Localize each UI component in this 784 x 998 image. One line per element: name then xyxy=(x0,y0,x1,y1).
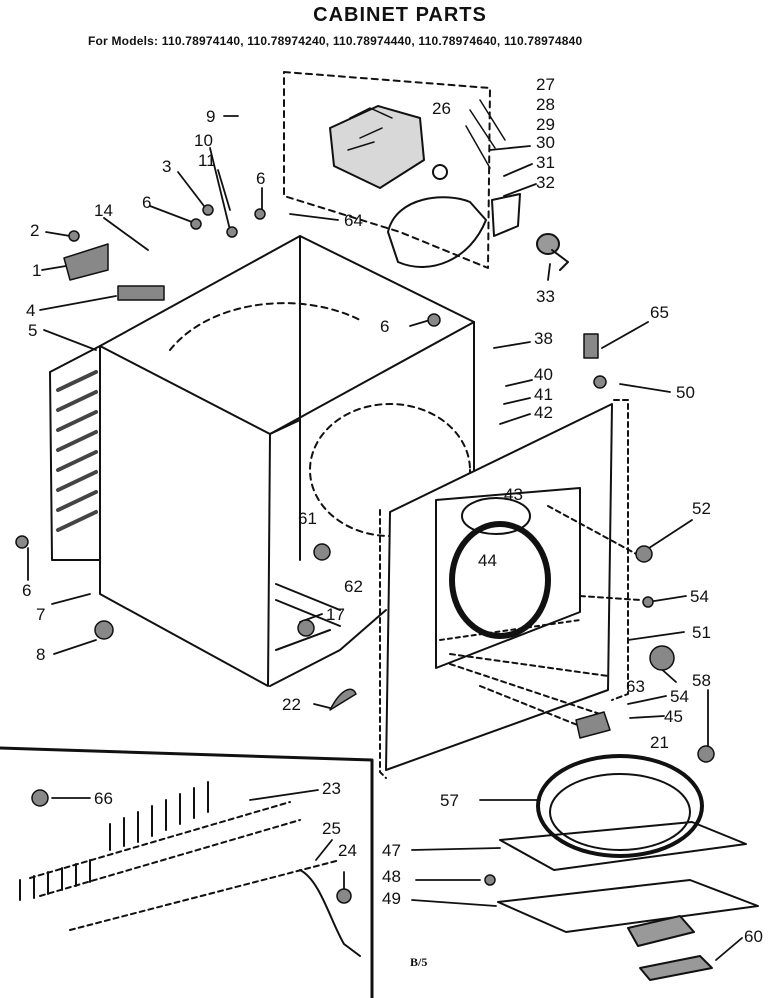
callout-31: 31 xyxy=(536,153,555,172)
door-seal xyxy=(536,754,704,858)
callout-63: 63 xyxy=(626,677,645,696)
callout-6b: 6 xyxy=(256,169,266,188)
callout-5: 5 xyxy=(28,321,38,340)
diagram-title: CABINET PARTS xyxy=(313,4,487,26)
callout-65: 65 xyxy=(650,303,669,322)
callout-40: 40 xyxy=(534,365,553,384)
callout-60: 60 xyxy=(744,927,763,946)
callout-2: 2 xyxy=(30,221,40,240)
callout-43: 43 xyxy=(504,485,523,504)
callout-23: 23 xyxy=(322,779,341,798)
base-plate xyxy=(499,821,747,871)
cabinet-front-face xyxy=(99,345,271,687)
callout-7: 7 xyxy=(36,605,46,624)
callout-22: 22 xyxy=(282,695,301,714)
callout-4: 4 xyxy=(26,301,36,320)
callout-57: 57 xyxy=(440,791,459,810)
callout-25: 25 xyxy=(322,819,341,838)
callout-6d: 6 xyxy=(22,581,32,600)
callout-45: 45 xyxy=(664,707,683,726)
timer-motor xyxy=(329,105,425,189)
callout-24: 24 xyxy=(338,841,357,860)
callout-64: 64 xyxy=(344,211,363,230)
callout-38: 38 xyxy=(534,329,553,348)
callout-61: 61 xyxy=(298,509,317,528)
callout-41: 41 xyxy=(534,385,553,404)
callout-27: 27 xyxy=(536,75,555,94)
callout-6c: 6 xyxy=(380,317,390,336)
callout-11: 11 xyxy=(198,151,216,170)
door-opening xyxy=(435,487,581,669)
callout-1: 1 xyxy=(32,261,42,280)
callout-47: 47 xyxy=(382,841,401,860)
callout-32: 32 xyxy=(536,173,555,192)
callout-66: 66 xyxy=(94,789,113,808)
callout-33: 33 xyxy=(536,287,555,306)
callout-3: 3 xyxy=(162,157,172,176)
callout-42: 42 xyxy=(534,403,553,422)
callout-8: 8 xyxy=(36,645,46,664)
callout-26: 26 xyxy=(432,99,451,118)
top-inset-box xyxy=(283,71,491,269)
callout-58: 58 xyxy=(692,671,711,690)
callout-29: 29 xyxy=(536,115,555,134)
cabinet-top-edge xyxy=(99,235,475,435)
callout-6a: 6 xyxy=(142,193,152,212)
callout-54a: 54 xyxy=(690,587,709,606)
callout-9: 9 xyxy=(206,107,216,126)
front-panel xyxy=(385,403,613,771)
callout-62: 62 xyxy=(344,577,363,596)
callout-52: 52 xyxy=(692,499,711,518)
callout-48: 48 xyxy=(382,867,401,886)
cabinet-right-side xyxy=(299,235,475,561)
callout-50: 50 xyxy=(676,383,695,402)
callout-28: 28 xyxy=(536,95,555,114)
callout-17: 17 xyxy=(326,605,345,624)
door-ring xyxy=(449,521,551,639)
callout-21: 21 xyxy=(650,733,669,752)
wiring-inset-box xyxy=(0,746,374,998)
toe-plate xyxy=(497,879,759,933)
callout-14: 14 xyxy=(94,201,113,220)
blower-duct xyxy=(387,196,487,268)
callout-10: 10 xyxy=(194,131,213,150)
callout-30: 30 xyxy=(536,133,555,152)
callout-44: 44 xyxy=(478,551,497,570)
callout-51: 51 xyxy=(692,623,711,642)
callout-49: 49 xyxy=(382,889,401,908)
page-code: B/5 xyxy=(410,955,428,969)
model-numbers: For Models: 110.78974140, 110.78974240, … xyxy=(88,34,583,48)
callout-54b: 54 xyxy=(670,687,689,706)
